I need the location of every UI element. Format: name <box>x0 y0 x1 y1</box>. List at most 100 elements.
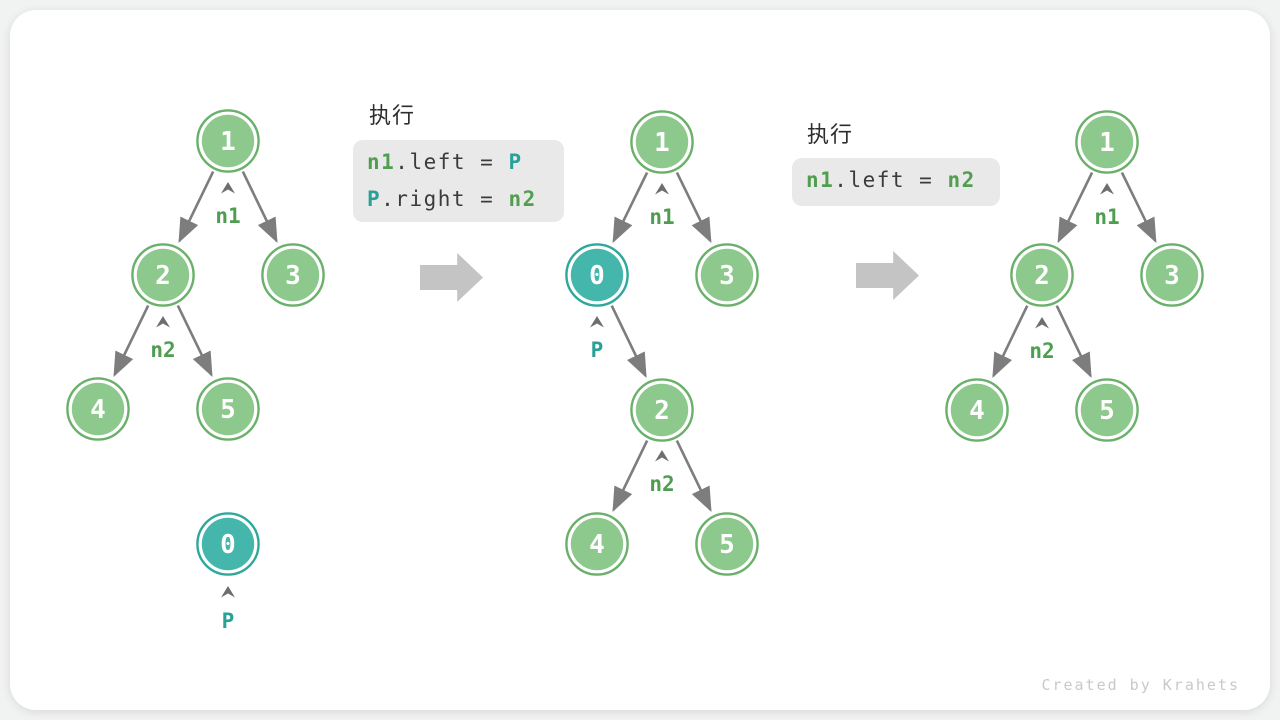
code-token: P <box>367 187 382 211</box>
node-value: 4 <box>589 530 605 560</box>
watermark-credit: Created by Krahets <box>1041 676 1240 694</box>
node-value: 1 <box>220 127 236 157</box>
pointer-caret-icon <box>221 182 235 194</box>
node-fill <box>1145 248 1199 302</box>
pointer-P: P <box>590 316 604 362</box>
tree-node-2: 2 <box>131 243 195 307</box>
tree-edge <box>1055 305 1092 378</box>
node-value: 2 <box>155 261 171 291</box>
tree-node-5: 5 <box>196 377 260 441</box>
tree-edge <box>1120 171 1157 244</box>
node-value: 1 <box>1099 128 1115 158</box>
tree-edge <box>610 305 647 378</box>
node-fill <box>570 248 624 302</box>
node-fill <box>570 517 624 571</box>
node-fill <box>1015 248 1069 302</box>
node-value: 2 <box>1034 261 1050 291</box>
step-1-heading: 执行 <box>369 103 416 128</box>
pointer-caret-icon <box>156 316 170 328</box>
pointer-label-P: P <box>222 609 235 633</box>
node-fill <box>136 248 190 302</box>
node-fill <box>950 383 1004 437</box>
pointer-label-n2: n2 <box>649 472 674 496</box>
pointer-label-n2: n2 <box>150 338 175 362</box>
pointer-caret-icon <box>655 450 669 462</box>
code-token: n2 <box>508 187 537 211</box>
code-line: P.right = n2 <box>367 181 550 218</box>
pointer-n1: n1 <box>1094 183 1120 229</box>
pointer-caret-icon <box>1035 317 1049 329</box>
code-line: n1.left = P <box>367 144 550 181</box>
node-fill <box>201 114 255 168</box>
pointer-caret-icon <box>590 316 604 328</box>
node-fill <box>635 383 689 437</box>
pointer-caret-icon <box>1100 183 1114 195</box>
tree-node-3: 3 <box>261 243 325 307</box>
node-value: 3 <box>719 261 735 291</box>
final-tree: 1 2 3 4 5 n1 n2 <box>945 110 1204 442</box>
tree-node-4: 4 <box>565 512 629 576</box>
node-fill <box>635 115 689 169</box>
tree-node-0: 0 <box>565 243 629 307</box>
tree-node-1: 1 <box>196 109 260 173</box>
pointer-label-n1: n1 <box>649 205 674 229</box>
node-value: 4 <box>969 396 985 426</box>
node-value: 0 <box>589 261 605 291</box>
pointer-label-P: P <box>591 338 604 362</box>
pointer-caret-icon <box>655 183 669 195</box>
initial-tree: 1 2 3 4 5 0 n1 n2P <box>66 109 325 633</box>
pointer-label-n2: n2 <box>1029 339 1054 363</box>
pointer-P: P <box>221 586 235 633</box>
pointer-n1: n1 <box>215 182 241 228</box>
tree-node-3: 3 <box>1140 243 1204 307</box>
pointer-caret-icon <box>221 586 235 598</box>
code-token: n1 <box>367 150 396 174</box>
node-value: 3 <box>1164 261 1180 291</box>
transition-arrow-icon <box>420 253 483 302</box>
node-value: 3 <box>285 261 301 291</box>
tree-node-5: 5 <box>695 512 759 576</box>
tree-node-2: 2 <box>1010 243 1074 307</box>
node-fill <box>1080 115 1134 169</box>
node-value: 0 <box>220 530 236 560</box>
node-fill <box>266 248 320 302</box>
node-fill <box>700 517 754 571</box>
node-fill <box>201 382 255 436</box>
node-value: 2 <box>654 396 670 426</box>
tree-node-3: 3 <box>695 243 759 307</box>
code-token: .left = <box>395 150 509 174</box>
tree-node-4: 4 <box>66 377 130 441</box>
tree-node-2: 2 <box>630 378 694 442</box>
node-fill <box>71 382 125 436</box>
tree-edge <box>675 171 712 244</box>
tree-node-0: 0 <box>196 512 260 576</box>
node-value: 5 <box>220 395 236 425</box>
pointer-label-n1: n1 <box>1094 205 1119 229</box>
step-2-heading: 执行 <box>807 122 854 147</box>
pointer-label-n1: n1 <box>215 204 240 228</box>
pointer-n1: n1 <box>649 183 675 229</box>
step-2-code-box: n1.left = n2 <box>792 158 1000 206</box>
node-fill <box>1080 383 1134 437</box>
node-fill <box>700 248 754 302</box>
pointer-n2: n2 <box>1029 317 1055 363</box>
code-token: P <box>508 150 523 174</box>
tree-node-5: 5 <box>1075 378 1139 442</box>
tree-edge <box>178 171 215 244</box>
node-value: 4 <box>90 395 106 425</box>
tree-edge <box>113 305 150 378</box>
code-token: n1 <box>806 168 835 192</box>
code-token: n2 <box>947 168 976 192</box>
tree-edge <box>1057 171 1094 244</box>
tree-edge <box>241 171 278 244</box>
node-fill <box>201 517 255 571</box>
node-value: 5 <box>719 530 735 560</box>
pointer-n2: n2 <box>649 450 675 496</box>
code-token: .right = <box>381 187 509 211</box>
transition-arrow-icon <box>856 251 919 300</box>
tree-edge <box>612 171 649 244</box>
node-value: 1 <box>654 128 670 158</box>
